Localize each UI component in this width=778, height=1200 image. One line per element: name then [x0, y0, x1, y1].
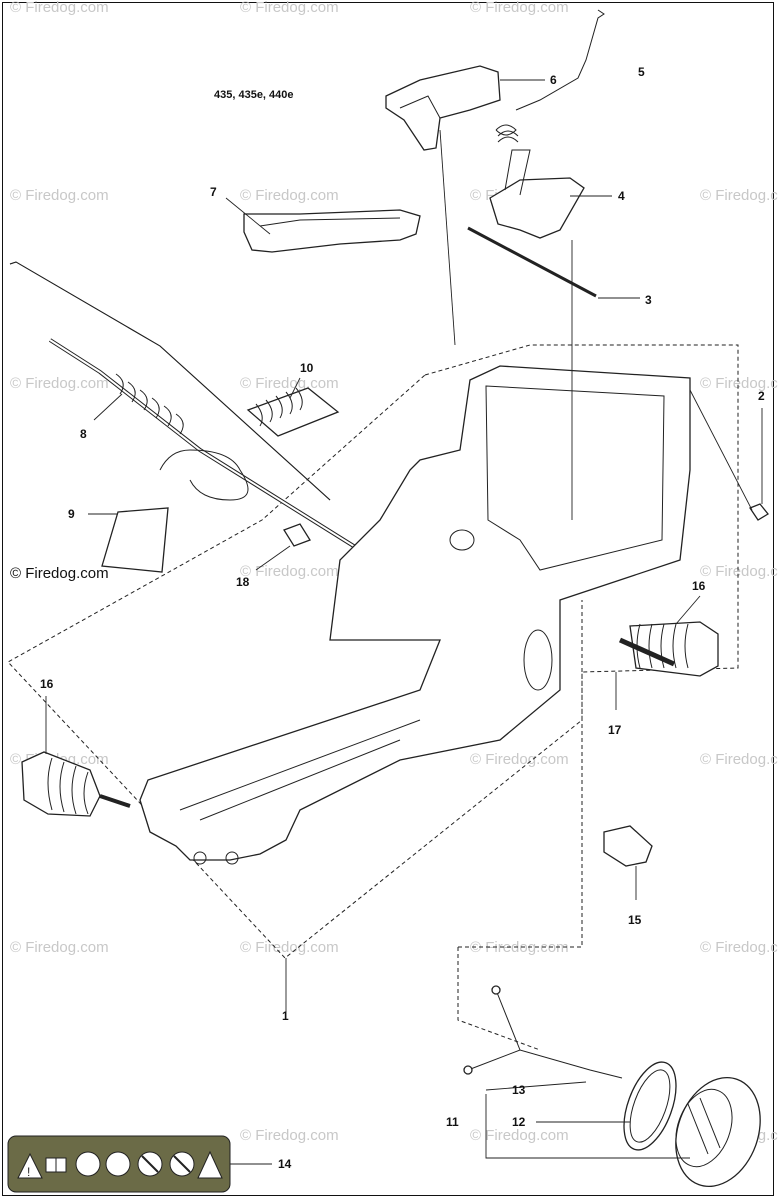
watermark: © Firedog.com [470, 939, 569, 956]
callout-15: 15 [628, 913, 642, 927]
watermark: © Firedog.com [470, 0, 569, 16]
sub-boundary-13 [457, 600, 583, 1051]
watermark: © Firedog.com [240, 1127, 339, 1144]
fire-hazard-icon [197, 1150, 223, 1179]
model-title: 435, 435e, 440e [214, 89, 294, 101]
watermark: © Firedog.com [700, 563, 778, 580]
part-8-choke-rod [48, 338, 402, 577]
callout-6: 6 [550, 73, 557, 87]
callout-9: 9 [68, 507, 75, 521]
part-6-throttle-trigger [385, 65, 545, 151]
callout-16-left: 16 [40, 677, 54, 691]
callout-11: 11 [446, 1115, 459, 1129]
watermark-dark: © Firedog.com [10, 565, 109, 582]
part-14-warning-decal: ! [7, 1135, 272, 1193]
watermark: © Firedog.com [10, 939, 109, 956]
watermark: © Firedog.com [240, 563, 339, 580]
callout-16-right: 16 [692, 579, 706, 593]
callout-12: 12 [512, 1115, 526, 1129]
ear-protection-icon [75, 1151, 101, 1177]
part-1-fuel-tank-handle [139, 365, 691, 1012]
part-2-screw [689, 389, 769, 521]
watermark: © Firedog.com [10, 375, 109, 392]
callout-7: 7 [210, 185, 217, 199]
watermark: © Firedog.com [10, 187, 109, 204]
callout-2: 2 [758, 389, 765, 403]
part-9-fuel-filter [88, 449, 249, 573]
part-5-spring-wire [515, 9, 605, 111]
part-16-av-spring-left [21, 696, 131, 817]
watermark: © Firedog.com [700, 187, 778, 204]
callout-1: 1 [282, 1009, 289, 1023]
part-10-throttle-rod [9, 261, 340, 501]
part-15-fitting [603, 825, 653, 900]
callout-10: 10 [300, 361, 314, 375]
watermark: © Firedog.com [240, 939, 339, 956]
part-3-pin [467, 226, 640, 299]
callout-5: 5 [638, 65, 645, 79]
part-12-cap-seal [623, 1061, 677, 1151]
callout-3: 3 [645, 293, 652, 307]
watermark: © Firedog.com [240, 0, 339, 16]
part-7-handle-cover [225, 197, 421, 253]
part-16-av-spring-right [629, 595, 719, 677]
watermark: © Firedog.com [240, 187, 339, 204]
callout-4: 4 [618, 189, 625, 203]
callout-14: 14 [278, 1157, 292, 1171]
callout-17: 17 [608, 723, 622, 737]
eye-protection-icon [105, 1151, 131, 1177]
part-18-bushing [255, 523, 311, 571]
callout-18: 18 [236, 575, 250, 589]
manual-book-icon [45, 1157, 67, 1173]
part-4-throttle-lock [489, 149, 612, 239]
warning-triangle-icon: ! [17, 1152, 43, 1179]
watermark: © Firedog.com [470, 751, 569, 768]
part-17-pin [615, 637, 676, 710]
part-13-suction-head [463, 985, 623, 1091]
callout-8: 8 [80, 427, 87, 441]
watermark: © Firedog.com [240, 375, 339, 392]
no-kickback-icon [169, 1151, 195, 1177]
watermark: © Firedog.com [700, 939, 778, 956]
watermark: © Firedog.com [700, 375, 778, 392]
callout-labels: 1 2 3 4 5 6 7 8 9 10 11 12 13 14 15 16 1… [40, 65, 765, 1171]
watermark: © Firedog.com [470, 1127, 569, 1144]
watermark: © Firedog.com [700, 751, 778, 768]
watermark: © Firedog.com [10, 0, 109, 16]
svg-text:!: ! [27, 1165, 30, 1179]
part-11-fuel-cap [675, 1076, 761, 1188]
no-one-hand-icon [137, 1151, 163, 1177]
callout-13: 13 [512, 1083, 526, 1097]
